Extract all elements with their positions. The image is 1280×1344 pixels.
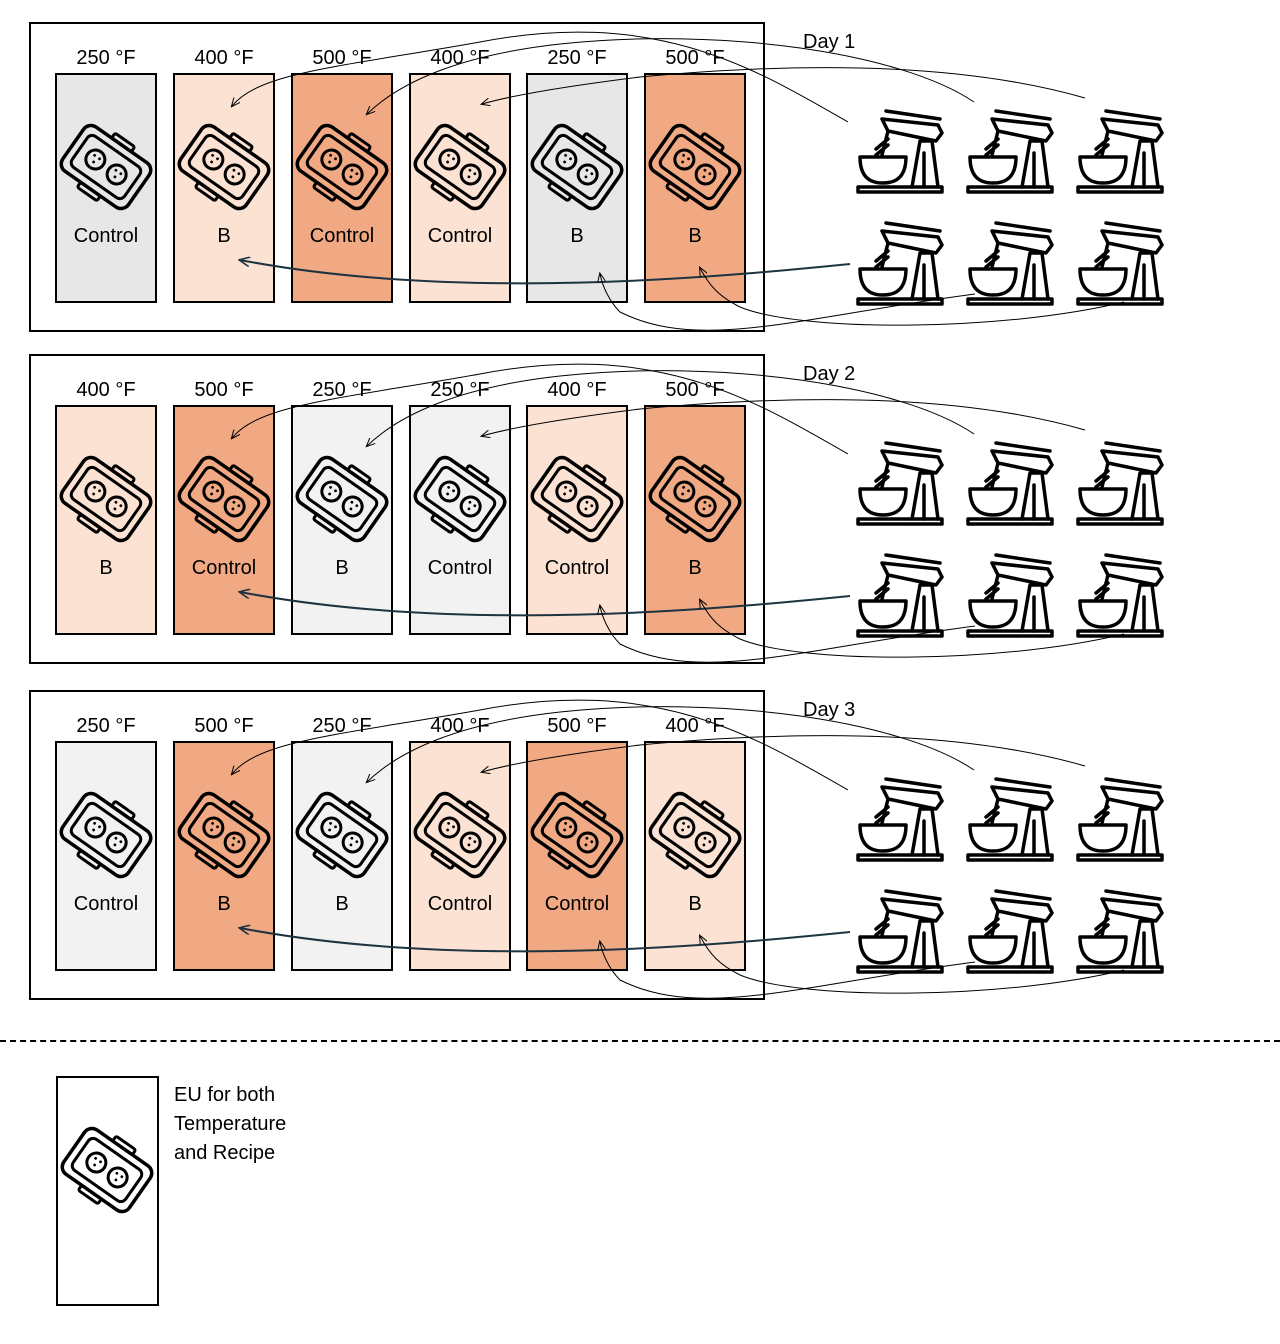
recipe-label: B bbox=[99, 557, 113, 579]
recipe-label: Control bbox=[309, 225, 375, 247]
stand-mixer-icon bbox=[966, 777, 1054, 862]
recipe-label: B bbox=[335, 893, 349, 915]
recipe-label: B bbox=[217, 893, 231, 915]
experimental-unit bbox=[644, 741, 746, 971]
recipe-label: Control bbox=[544, 557, 610, 579]
legend-line: EU for both bbox=[174, 1084, 276, 1106]
recipe-label: Control bbox=[427, 557, 493, 579]
temperature-label: 500 °F bbox=[665, 47, 725, 69]
temperature-label: 250 °F bbox=[312, 715, 372, 737]
recipe-label: Control bbox=[427, 893, 493, 915]
temperature-label: 400 °F bbox=[194, 47, 254, 69]
stand-mixer-icon bbox=[966, 221, 1054, 306]
stand-mixer-icon bbox=[1076, 777, 1164, 862]
temperature-label: 250 °F bbox=[76, 47, 136, 69]
temperature-label: 500 °F bbox=[312, 47, 372, 69]
day-label: Day 2 bbox=[803, 363, 856, 385]
day-label: Day 1 bbox=[803, 31, 856, 53]
temperature-label: 500 °F bbox=[194, 715, 254, 737]
temperature-label: 400 °F bbox=[547, 379, 607, 401]
stand-mixer-icon bbox=[966, 889, 1054, 974]
temperature-label: 400 °F bbox=[76, 379, 136, 401]
experimental-unit bbox=[526, 741, 628, 971]
recipe-label: Control bbox=[427, 225, 493, 247]
legend-line: and Recipe bbox=[174, 1142, 276, 1164]
recipe-label: Control bbox=[73, 225, 139, 247]
stand-mixer-icon bbox=[1076, 553, 1164, 638]
experimental-unit bbox=[55, 405, 157, 635]
stand-mixer-icon bbox=[1076, 889, 1164, 974]
recipe-label: B bbox=[688, 893, 702, 915]
recipe-label: B bbox=[217, 225, 231, 247]
section-divider bbox=[0, 1040, 1280, 1042]
experimental-unit bbox=[409, 741, 511, 971]
stand-mixer-icon bbox=[856, 441, 944, 526]
recipe-label: B bbox=[688, 225, 702, 247]
temperature-label: 500 °F bbox=[194, 379, 254, 401]
recipe-label: B bbox=[335, 557, 349, 579]
stand-mixer-icon bbox=[966, 441, 1054, 526]
temperature-label: 400 °F bbox=[665, 715, 725, 737]
temperature-label: 250 °F bbox=[312, 379, 372, 401]
recipe-label: Control bbox=[73, 893, 139, 915]
stand-mixer-icon bbox=[1076, 221, 1164, 306]
experimental-unit bbox=[291, 405, 393, 635]
day-2-frame bbox=[29, 354, 765, 664]
experimental-unit bbox=[173, 741, 275, 971]
stand-mixer-icon bbox=[966, 109, 1054, 194]
experimental-unit bbox=[55, 741, 157, 971]
day-3-frame bbox=[29, 690, 765, 1000]
experimental-unit bbox=[291, 741, 393, 971]
stand-mixer-icon bbox=[856, 109, 944, 194]
recipe-label: B bbox=[688, 557, 702, 579]
stand-mixer-icon bbox=[1076, 441, 1164, 526]
recipe-label: Control bbox=[191, 557, 257, 579]
experimental-unit bbox=[644, 73, 746, 303]
recipe-label: Control bbox=[544, 893, 610, 915]
experimental-unit bbox=[526, 73, 628, 303]
experimental-unit bbox=[409, 73, 511, 303]
temperature-label: 250 °F bbox=[76, 715, 136, 737]
stand-mixer-icon bbox=[856, 553, 944, 638]
temperature-label: 500 °F bbox=[665, 379, 725, 401]
recipe-label: B bbox=[570, 225, 584, 247]
temperature-label: 500 °F bbox=[547, 715, 607, 737]
experimental-unit bbox=[173, 73, 275, 303]
stand-mixer-icon bbox=[856, 889, 944, 974]
day-label: Day 3 bbox=[803, 699, 856, 721]
legend-unit bbox=[56, 1076, 159, 1306]
stand-mixer-icon bbox=[1076, 109, 1164, 194]
experimental-unit bbox=[291, 73, 393, 303]
temperature-label: 250 °F bbox=[430, 379, 490, 401]
stand-mixer-icon bbox=[966, 553, 1054, 638]
temperature-label: 400 °F bbox=[430, 715, 490, 737]
stand-mixer-icon bbox=[856, 221, 944, 306]
day-1-frame bbox=[29, 22, 765, 332]
stand-mixer-icon bbox=[856, 777, 944, 862]
legend-line: Temperature bbox=[174, 1113, 287, 1135]
temperature-label: 250 °F bbox=[547, 47, 607, 69]
experimental-unit bbox=[644, 405, 746, 635]
temperature-label: 400 °F bbox=[430, 47, 490, 69]
experimental-unit bbox=[409, 405, 511, 635]
experimental-unit bbox=[526, 405, 628, 635]
experimental-unit bbox=[173, 405, 275, 635]
experimental-unit bbox=[55, 73, 157, 303]
